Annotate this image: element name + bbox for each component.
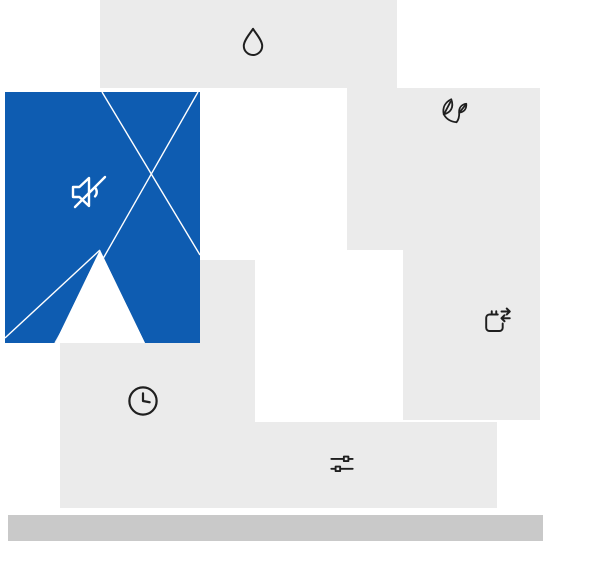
water-drop-icon bbox=[236, 25, 270, 59]
sliders-icon bbox=[326, 448, 358, 480]
clock-icon bbox=[124, 382, 162, 420]
ribbon-banner-shape bbox=[5, 92, 200, 343]
bottom-bar bbox=[8, 515, 543, 541]
tile-water[interactable] bbox=[100, 0, 397, 88]
tile-device-swap[interactable] bbox=[403, 250, 540, 420]
leaf-icon bbox=[437, 94, 473, 130]
volume-muted-icon bbox=[66, 168, 114, 216]
device-swap-icon bbox=[479, 304, 515, 340]
mute-banner[interactable] bbox=[5, 92, 200, 343]
tile-settings[interactable] bbox=[200, 422, 497, 508]
